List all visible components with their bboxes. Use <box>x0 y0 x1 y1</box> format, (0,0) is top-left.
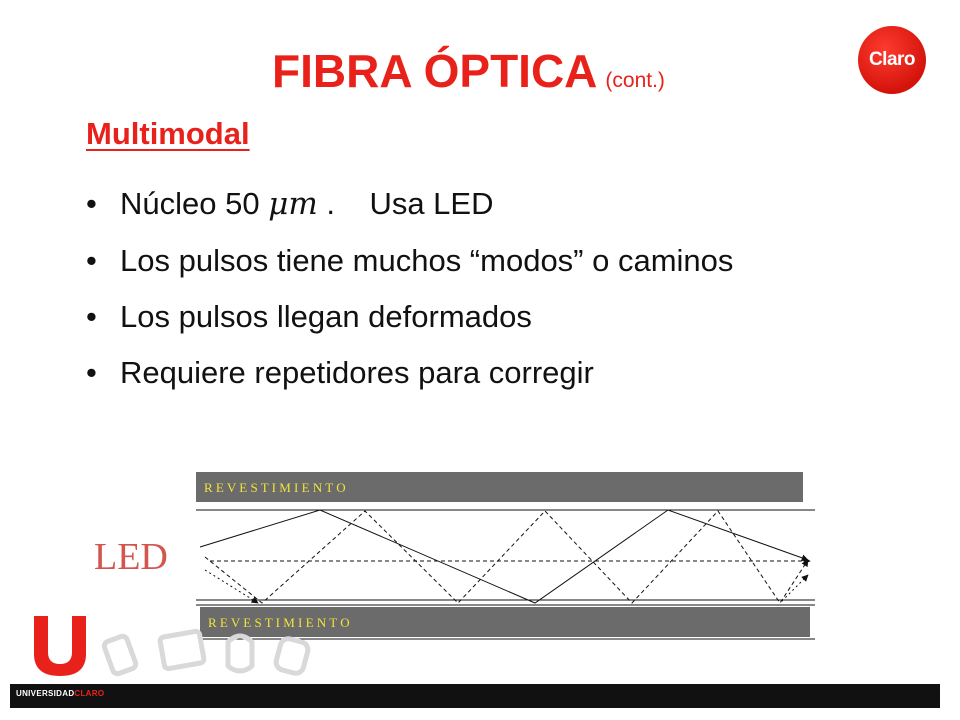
title-text: FIBRA ÓPTICA <box>272 45 598 97</box>
mouse-icon <box>225 633 255 674</box>
claro-logo-text: Claro <box>868 49 916 70</box>
cladding-bottom-label: R E V E S T I M I E N T O <box>208 615 350 630</box>
tv-icon <box>157 628 207 672</box>
bullet-item-core-size: Núcleo 50 μm . Usa LED <box>86 184 786 224</box>
title-suffix: (cont.) <box>605 69 665 92</box>
universidad-u-logo <box>34 616 86 676</box>
cladding-top <box>196 472 803 502</box>
ray-dash-dot <box>204 510 809 604</box>
claro-logo: Claro <box>858 26 926 94</box>
led-label: LED <box>94 536 168 578</box>
footer-brand: UNIVERSIDADCLARO <box>16 689 104 698</box>
handset-icon <box>273 636 311 676</box>
ray-end <box>779 574 809 604</box>
bullet-1-after: . Usa LED <box>317 186 494 221</box>
footer-bar <box>10 684 940 708</box>
bullet-item-deformed: Los pulsos llegan deformados <box>86 297 786 336</box>
ray-short <box>204 569 259 604</box>
cladding-bottom <box>200 607 810 637</box>
slide-subtitle: Multimodal <box>86 116 250 151</box>
bullet-1-before: Núcleo 50 <box>120 186 269 221</box>
phone-icon <box>101 633 139 677</box>
cladding-top-label: R E V E S T I M I E N T O <box>204 480 346 495</box>
slide-title: FIBRA ÓPTICA (cont.) <box>272 44 665 98</box>
bullet-list: Núcleo 50 μm . Usa LED Los pulsos tiene … <box>86 184 786 409</box>
device-icons <box>101 628 311 677</box>
bullet-item-repeaters: Requiere repetidores para corregir <box>86 353 786 392</box>
ray-solid <box>199 509 809 604</box>
footer-brand-left: UNIVERSIDAD <box>16 689 75 698</box>
bullet-item-modes: Los pulsos tiene muchos “modos” o camino… <box>86 241 786 280</box>
micrometer-symbol: μm <box>268 186 318 222</box>
footer-brand-right: CLARO <box>74 689 105 698</box>
